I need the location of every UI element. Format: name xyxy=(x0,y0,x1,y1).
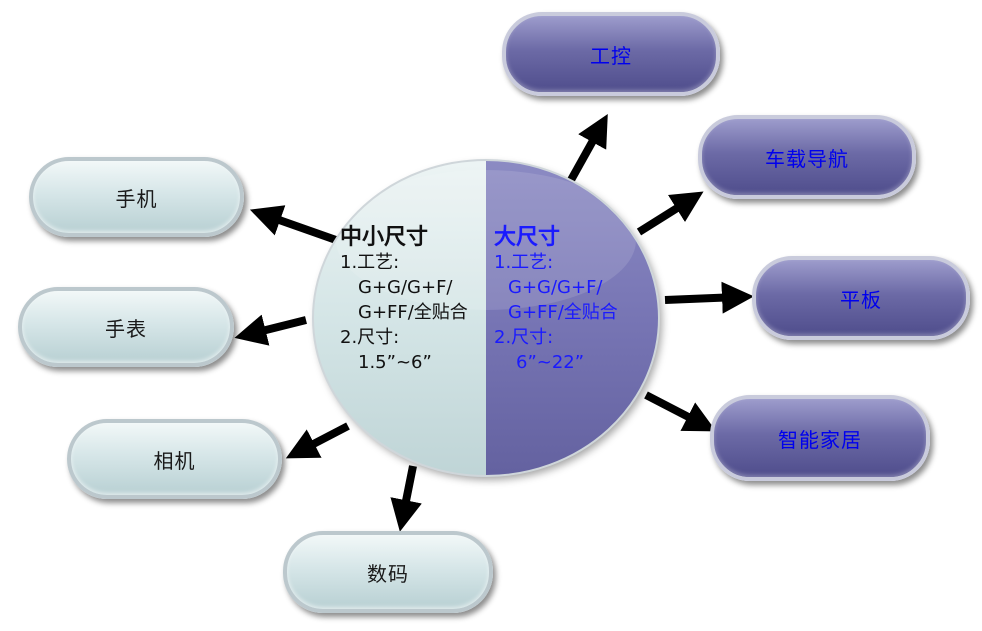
node-camera: 相机 xyxy=(67,419,282,499)
arrow-to-tablet xyxy=(664,281,754,314)
node-tablet: 平板 xyxy=(752,256,970,340)
arrows xyxy=(234,114,754,532)
node-industrial-label: 工控 xyxy=(590,43,632,68)
node-tablet-label: 平板 xyxy=(840,287,882,312)
large-size-label: 2.尺寸: xyxy=(494,327,554,348)
node-phone: 手机 xyxy=(29,157,244,237)
node-watch-label: 手表 xyxy=(105,316,147,341)
node-watch: 手表 xyxy=(18,287,234,367)
small-medium-size-label: 2.尺寸: xyxy=(340,327,400,348)
arrow-to-digital xyxy=(390,465,422,532)
node-phone-label: 手机 xyxy=(115,186,158,211)
arrow-to-smart-home xyxy=(644,391,717,432)
large-size-value: 6”~22” xyxy=(516,352,585,373)
node-industrial: 工控 xyxy=(502,12,720,96)
node-digital: 数码 xyxy=(283,531,493,613)
arrow-to-watch xyxy=(234,314,307,346)
node-car-navigation-label: 车载导航 xyxy=(765,146,849,171)
node-smart-home-label: 智能家居 xyxy=(778,427,862,452)
node-camera-label: 相机 xyxy=(153,448,196,473)
large-size-text: 大尺寸 1.工艺: G+G/G+F/ G+FF/全贴合 2.尺寸: 6”~22” xyxy=(494,225,618,375)
small-medium-size-text: 中小尺寸 1.工艺: G+G/G+F/ G+FF/全贴合 2.尺寸: 1.5”~… xyxy=(340,225,468,375)
node-smart-home: 智能家居 xyxy=(710,395,930,481)
small-medium-size-title: 中小尺寸 xyxy=(340,225,429,250)
small-medium-size-value: 1.5”~6” xyxy=(358,352,432,373)
arrow-to-car-navigation xyxy=(636,191,704,236)
arrow-to-industrial xyxy=(567,114,608,182)
large-process-label: 1.工艺: xyxy=(494,252,554,273)
node-digital-label: 数码 xyxy=(367,561,409,586)
arrow-to-camera xyxy=(285,422,350,459)
small-medium-process-line2: G+FF/全贴合 xyxy=(358,302,468,323)
arrow-to-phone xyxy=(249,205,338,244)
small-medium-process-line1: G+G/G+F/ xyxy=(358,277,453,298)
node-car-navigation: 车载导航 xyxy=(698,115,916,199)
large-process-line2: G+FF/全贴合 xyxy=(508,302,618,323)
large-process-line1: G+G/G+F/ xyxy=(508,277,603,298)
small-medium-process-label: 1.工艺: xyxy=(340,252,400,273)
large-size-title: 大尺寸 xyxy=(494,225,561,250)
